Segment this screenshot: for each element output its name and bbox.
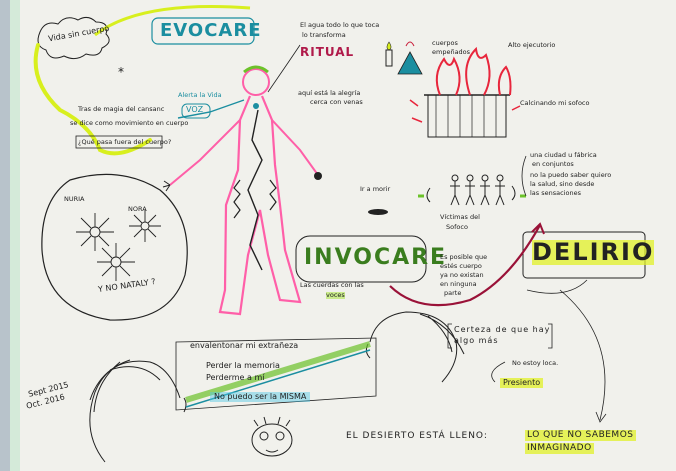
loca-arrow [491,361,506,383]
burning-building-drawing [409,46,521,138]
desert-connector [559,289,606,421]
lamp-icon [397,41,423,75]
cloud-shape [37,16,110,60]
evocare-title: EVOCARE [160,20,262,41]
agua-line-1: El agua todo lo que toca [300,21,380,29]
posible-line-5: parte [444,289,462,297]
candle-icon [385,41,393,67]
right-note-4: la salud, sino desde [530,180,595,188]
voz-box [181,103,211,119]
invocare-title: INVOCARE [304,245,448,270]
right-note-1: una ciudad u fábrica [530,151,597,159]
posible-line-1: Es posible que [440,253,488,261]
cuerpos-line-1: cuerpos [432,39,458,47]
right-note-3: no la puedo saber quiero [530,171,612,179]
voz-label: VOZ [186,105,204,114]
presiento-label: Presiento [500,378,544,389]
right-note-5: las sensaciones [530,189,581,197]
red-connector [389,224,541,307]
figure-tag: Alerta la Vida [178,91,222,99]
certeza-line-2: algo más [454,336,499,345]
victims-drawing [426,174,516,206]
left-question: ¿Qué pasa fuera del cuerpo? [78,138,172,146]
alegria-line-2: cerca con venas [310,98,363,106]
dark-blob [368,209,388,215]
posible-line-4: en ninguna [440,280,477,288]
misma-label: No puedo ser la MISMA [210,392,311,403]
connector-ritual [267,44,301,93]
right-face-drawing [365,311,465,383]
left-note-2: se dice como movimiento en cuerpo [70,119,189,127]
left-note-1: Tras de magia del cansanc [78,105,165,113]
victims-line-1: Víctimas del [440,213,480,221]
name-nora: NORA [128,205,147,213]
alegria-line-1: aquí está la alegría [298,89,361,97]
teal-ray [185,349,371,408]
green-ray [185,341,371,403]
agua-line-2: lo transforma [302,31,346,39]
cuerpos-line-2: empeñados [432,48,471,56]
desierto-label: EL DESIERTO ESTÁ LLENO: [346,431,488,441]
delirio-title: DELIRIO [532,238,655,266]
inmaginado-label: INMAGINADO [525,443,594,455]
yellow-wave-left [33,43,152,156]
ritual-label: RITUAL [300,45,355,59]
calcinando-label: Calcinando mi sofoco [520,99,590,107]
delirio-underline [526,279,588,294]
loca-label: No estoy loca. [512,359,559,367]
extraneza-label: envalentonar mi extrañeza [190,341,299,350]
human-figure [162,65,322,316]
certeza-bracket [447,323,553,349]
posible-line-2: estés cuerpo [440,262,482,270]
desert-arrowhead [595,411,607,423]
perder-line-1: Perder la memoria [206,361,280,370]
ir-a-morir: Ir a morir [360,185,391,193]
voces-line-1: Las cuerdas con las [300,281,364,289]
certeza-line-1: Certeza de que hay [454,325,551,334]
name-nuria: NURIA [64,195,85,203]
lo-que-label: LO QUE NO SABEMOS [525,430,636,442]
question-box [75,135,163,149]
star-doodle: * [118,65,124,79]
flower-circle [41,173,188,321]
voces-line-2: voces [326,291,345,299]
alto-label: Alto ejecutorio [508,41,556,49]
speech-shape [175,337,377,411]
perder-line-2: Perderme a mí [206,373,265,382]
posible-line-3: ya no existan [440,271,484,279]
green-sheet-edge [10,0,20,471]
red-arrowhead [531,222,545,235]
right-note-2: en conjuntos [532,160,574,168]
invocare-box [295,235,427,283]
evocare-box [151,17,255,45]
notes-bracket [521,155,527,197]
left-face-drawing [89,359,187,463]
victims-line-2: Sofoco [446,223,468,231]
yellow-arc-top [94,5,251,37]
bottom-small-face [251,416,293,457]
